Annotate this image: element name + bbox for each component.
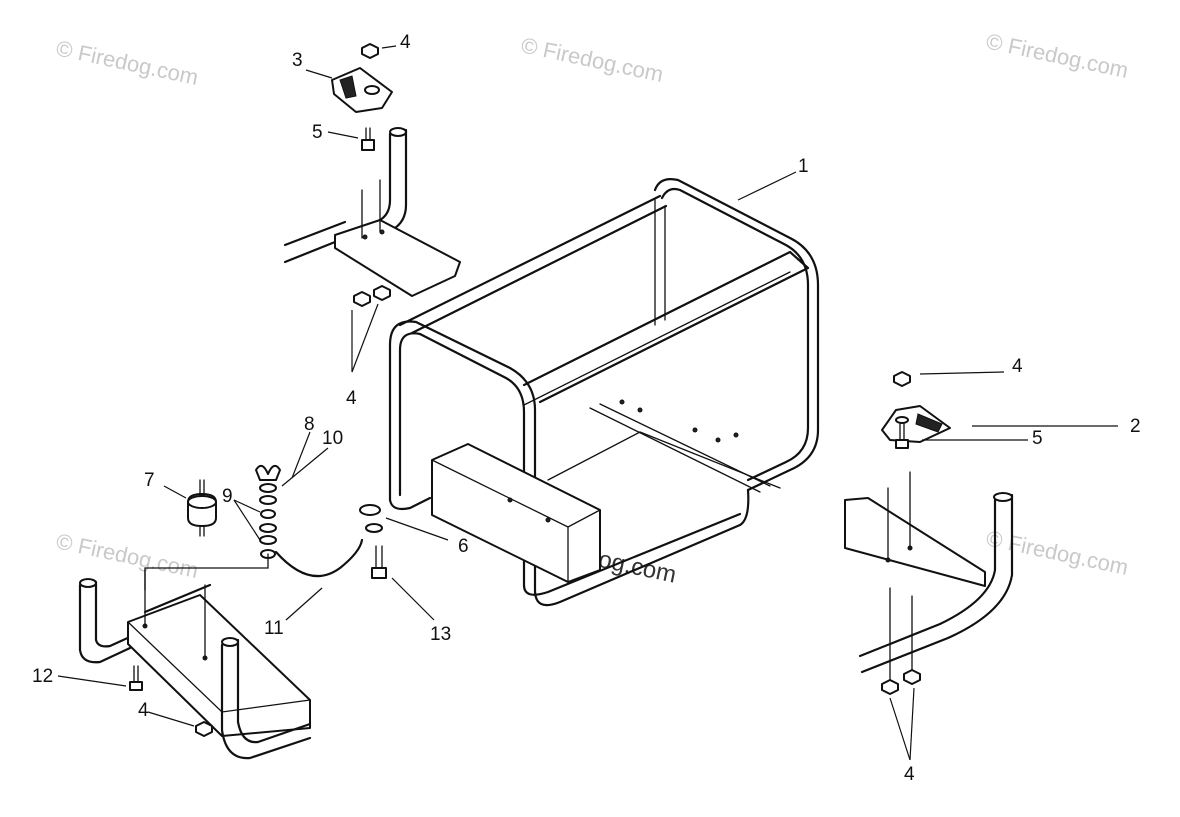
leader-lines (57, 45, 1118, 761)
callout-11: 11 (264, 618, 284, 639)
callout-9: 9 (222, 486, 233, 507)
callout-2: 2 (1130, 416, 1141, 437)
top-left-bracket-assembly (283, 43, 461, 307)
main-frame (388, 178, 820, 607)
callout-13: 13 (430, 624, 451, 645)
callout-7: 7 (144, 470, 155, 491)
callout-8: 8 (304, 414, 315, 435)
callout-4-right-top: 4 (1012, 356, 1023, 377)
callout-5-right: 5 (1032, 428, 1043, 449)
callout-4-top: 4 (400, 32, 411, 53)
callout-1: 1 (798, 156, 809, 177)
right-bracket-assembly (844, 371, 1014, 695)
callout-5-top: 5 (312, 122, 323, 143)
callout-4-right-bottom: 4 (904, 764, 915, 785)
watermark-mid-right: © Firedog.com (984, 525, 1131, 580)
callouts: 1 2 3 4 4 4 4 4 5 5 6 7 8 9 10 11 12 13 (32, 32, 1141, 785)
callout-12: 12 (32, 666, 53, 687)
callout-6: 6 (458, 536, 469, 557)
callout-4-left-bracket: 4 (346, 388, 357, 409)
callout-3: 3 (292, 50, 303, 71)
bottom-left-frame-assembly (78, 569, 312, 760)
watermark-top-left: © Firedog.com (54, 35, 201, 90)
ground-cable-assembly (144, 464, 387, 591)
callout-10: 10 (322, 428, 343, 449)
watermark-mid-left: © Firedog.com (54, 528, 201, 583)
watermark-top-right: © Firedog.com (984, 28, 1131, 83)
callout-4-bottom-left: 4 (138, 700, 149, 721)
watermark-top-center: © Firedog.com (519, 32, 666, 87)
